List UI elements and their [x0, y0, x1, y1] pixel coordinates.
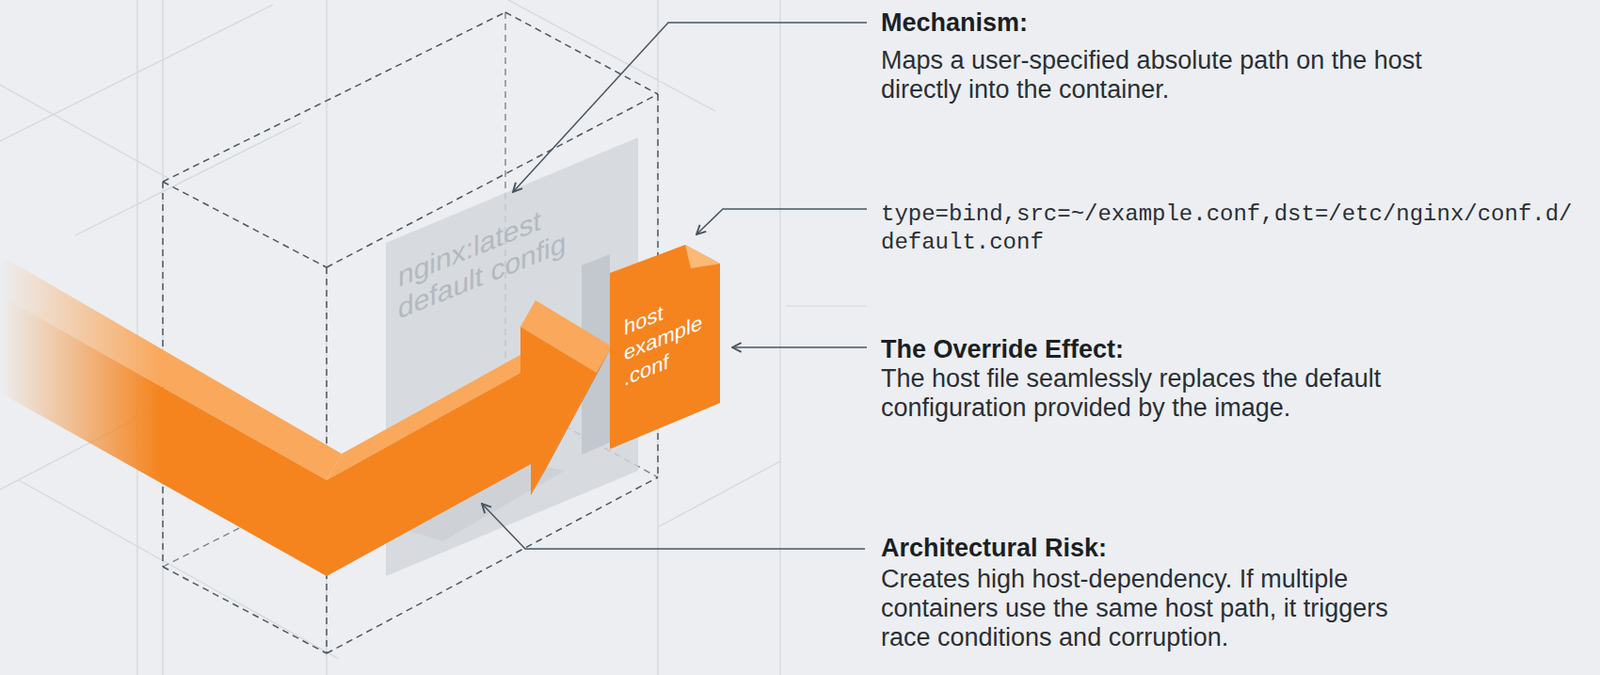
annotation-heading: Architectural Risk:: [880, 533, 1446, 563]
box-edge: [505, 12, 658, 95]
flow-arrow: [0, 255, 612, 576]
host-config-file: host example .conf: [609, 244, 720, 449]
guide-line: [779, 0, 781, 675]
leader-line: [732, 346, 867, 349]
arrow-top-face: [0, 255, 342, 480]
box-edge: [326, 94, 658, 268]
box-edge: [162, 12, 506, 182]
guide-line: [161, 0, 163, 675]
guide-line: [0, 404, 163, 490]
annotation-text: Creates high host-dependency. If multipl…: [880, 564, 1418, 653]
box-edge: [162, 566, 327, 654]
leader-line: [512, 22, 867, 192]
annotation-text: The host file seamlessly replaces the de…: [880, 364, 1465, 423]
code-snippet: type=bind,src=~/example.conf,dst=/etc/ng…: [880, 200, 1597, 257]
node-shape: [609, 244, 720, 449]
guide-line: [75, 122, 302, 236]
image-config-panel: nginx:latest default config: [385, 137, 639, 576]
guide-line: [785, 304, 866, 306]
node-outline: [385, 137, 639, 576]
arrow-head-side: [530, 346, 612, 496]
container-box: [162, 12, 658, 654]
guide-line: [508, 0, 716, 112]
box-edge: [326, 477, 658, 654]
annotation-heading: Mechanism:: [880, 8, 1446, 38]
arrow-head-top: [520, 300, 612, 373]
construction-lines: [0, 0, 866, 675]
leader-line: [481, 503, 865, 549]
node-shape: [385, 137, 639, 576]
file-shadow: [581, 254, 610, 455]
arrow-shadow: [395, 461, 565, 542]
annotation-text: Maps a user-specified absolute path on t…: [880, 46, 1465, 105]
guide-line: [0, 4, 273, 142]
box-edge: [161, 181, 164, 567]
guide-line: [18, 480, 339, 659]
annotation-heading: The Override Effect:: [880, 335, 1446, 365]
guide-line: [325, 0, 327, 675]
file-fold: [685, 244, 720, 269]
guide-line: [0, 84, 170, 179]
arrow-front-face: [0, 295, 597, 576]
box-edge: [656, 94, 659, 478]
box-edge: [162, 181, 327, 268]
box-edge: [325, 267, 328, 654]
leader-line: [696, 208, 867, 235]
guide-line: [657, 461, 781, 528]
guide-line: [136, 0, 138, 675]
arrow-top-face: [326, 346, 536, 480]
leader-lines: [481, 22, 867, 549]
